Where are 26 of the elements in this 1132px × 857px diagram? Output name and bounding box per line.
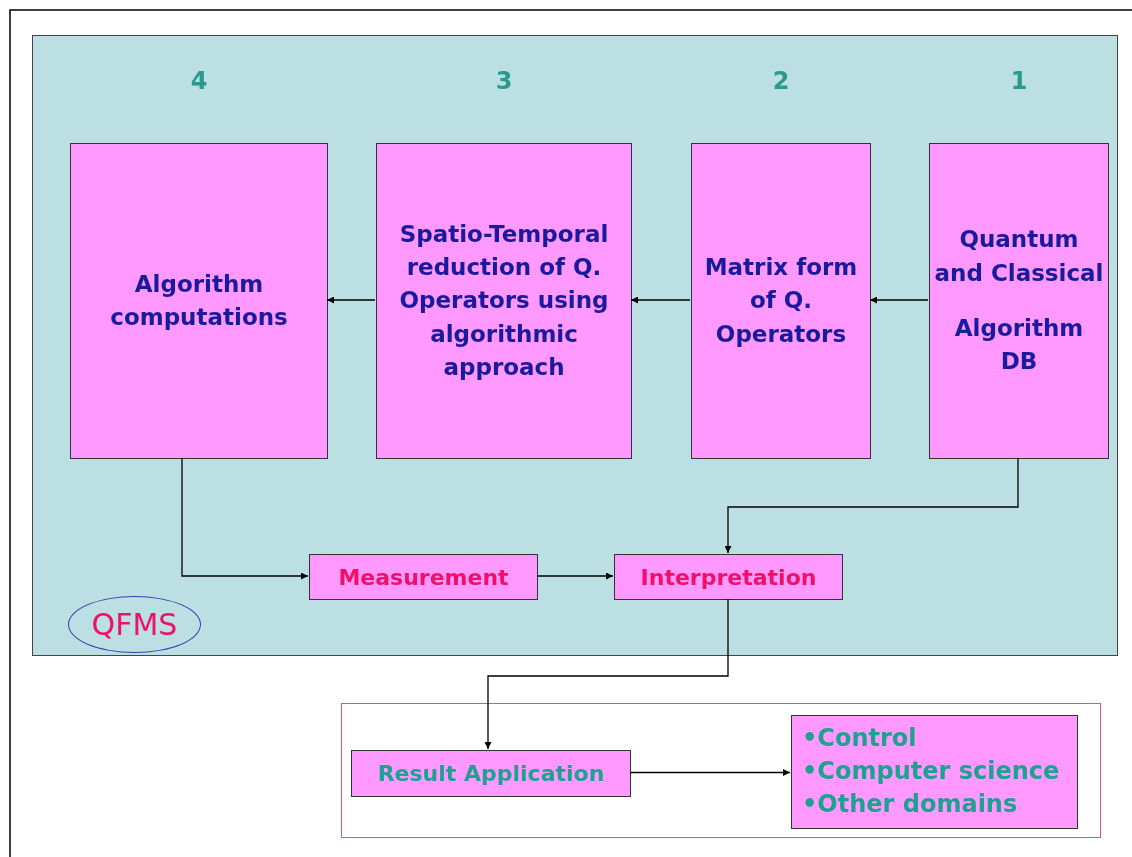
arrow: [536, 572, 614, 580]
system-panel: [32, 35, 1118, 656]
step-number: 3: [494, 66, 514, 97]
step-number: 2: [771, 66, 791, 97]
list-box: [791, 715, 1078, 829]
box-label: Spatio-Temporal reduction of Q. Operators using algorithmic approach: [398, 219, 610, 382]
list-item: •Control: [802, 723, 918, 754]
arrow: [181, 457, 309, 580]
arrow: [484, 598, 729, 750]
list-item: •Computer science: [802, 756, 1061, 788]
group-frame: [341, 703, 1101, 838]
box-label: Quantum and Classical: [934, 225, 1104, 288]
process-box: Result Application: [351, 750, 631, 797]
box-label: Algorithm computations: [109, 269, 289, 332]
box-label: Algorithm DB: [953, 314, 1085, 377]
step-number: 4: [189, 66, 209, 97]
arrow: [326, 296, 376, 304]
arrow: [724, 457, 1019, 554]
arrow: [869, 296, 929, 304]
list-item: •Other domains: [802, 789, 1019, 821]
arrow: [630, 296, 691, 304]
box-label: Matrix form of Q. Operators: [703, 253, 859, 349]
step-number: 1: [1009, 66, 1029, 97]
process-box: Interpretation: [614, 554, 843, 600]
arrow: [629, 769, 791, 776]
process-box: Measurement: [309, 554, 538, 600]
